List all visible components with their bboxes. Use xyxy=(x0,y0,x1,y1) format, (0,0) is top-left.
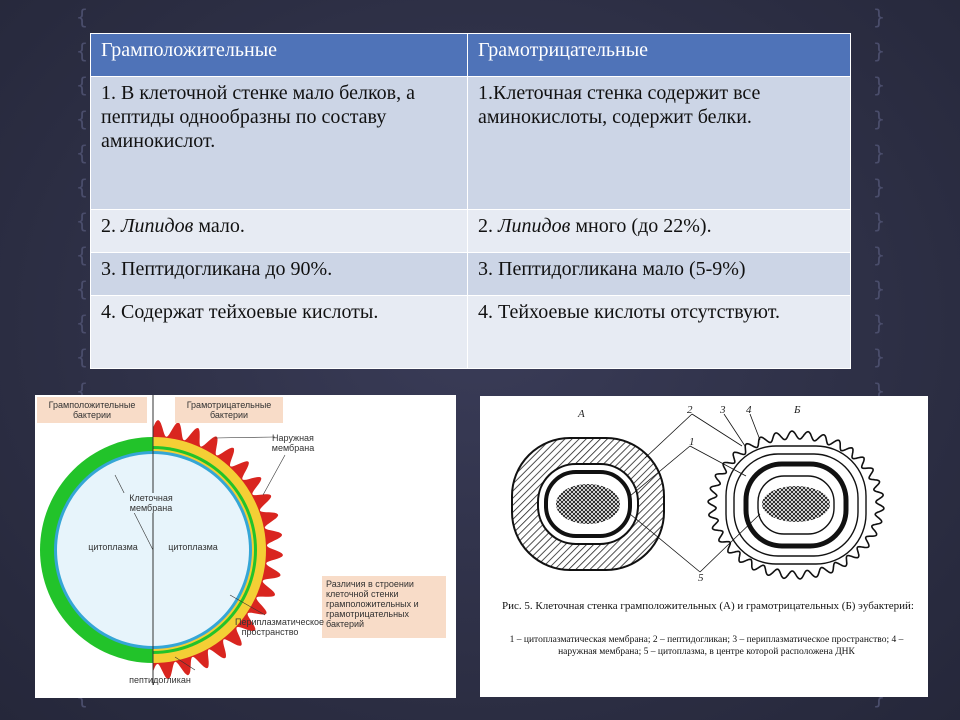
header-gram-positive: Грамположительные xyxy=(90,33,468,77)
peptidoglycan-label: пептидогликан xyxy=(129,675,191,685)
figure-legend: 1 – цитоплазматическая мембрана; 2 – пеп… xyxy=(509,635,904,657)
cell-gn-3: 3. Пептидогликана мало (5-9%) xyxy=(467,252,851,296)
label-1: 1 xyxy=(689,436,695,448)
gram-negative-label-box xyxy=(175,397,283,423)
gram-positive-header: Грамположительные бактерии xyxy=(48,400,136,420)
periplasmic-space-label: Периплазматическое пространство xyxy=(235,617,325,637)
gram-negative-header: Грамотрицательные бактерии xyxy=(186,400,272,420)
table-row: 4. Содержат тейхоевые кислоты. 4. Тейхое… xyxy=(90,295,851,369)
label-b: Б xyxy=(794,404,801,416)
header-gram-negative: Грамотрицательные xyxy=(467,33,851,77)
table-row: 3. Пептидогликана до 90%. 3. Пептидоглик… xyxy=(90,252,851,296)
cell-gp-3: 3. Пептидогликана до 90%. xyxy=(90,252,468,296)
cell-gn-1: 1.Клеточная стенка содержит все аминокис… xyxy=(467,76,851,210)
cell-gp-1: 1. В клеточной стенке мало белков, а пеп… xyxy=(90,76,468,210)
figure-caption: Рис. 5. Клеточная стенка грамположительн… xyxy=(502,600,914,612)
label-5: 5 xyxy=(698,572,704,584)
cell-wall-schematic-figure: А Б 2 3 4 1 5 Рис. 5. Клеточная стенка г… xyxy=(480,396,928,697)
table-row: 1. В клеточной стенке мало белков, а пеп… xyxy=(90,76,851,210)
outer-membrane-label: Наружная мембрана xyxy=(271,433,315,453)
table-row: 2. Липидов мало. 2. Липидов много (до 22… xyxy=(90,209,851,253)
cell-gn-2: 2. Липидов много (до 22%). xyxy=(467,209,851,253)
differences-note: Различия в строении клеточной стенки гра… xyxy=(322,576,446,638)
cytoplasm-left-label: цитоплазма xyxy=(88,542,138,552)
label-3: 3 xyxy=(720,404,726,416)
cell-wall-schematic xyxy=(511,413,885,580)
gram-positive-label-box xyxy=(37,397,147,423)
label-4: 4 xyxy=(746,404,752,416)
cell-gp-2: 2. Липидов мало. xyxy=(90,209,468,253)
label-a: А xyxy=(578,408,585,420)
cytoplasm-right-label: цитоплазма xyxy=(168,542,218,552)
cell-gp-4: 4. Содержат тейхоевые кислоты. xyxy=(90,295,468,369)
label-2: 2 xyxy=(687,404,693,416)
cell-wall-color-diagram: Грамположительные бактерии Грамотрицател… xyxy=(35,395,456,698)
cell-membrane-label: Клеточная мембрана xyxy=(121,493,181,513)
comparison-table: Грамположительные Грамотрицательные 1. В… xyxy=(90,33,851,369)
cell-gn-4: 4. Тейхоевые кислоты отсутствуют. xyxy=(467,295,851,369)
